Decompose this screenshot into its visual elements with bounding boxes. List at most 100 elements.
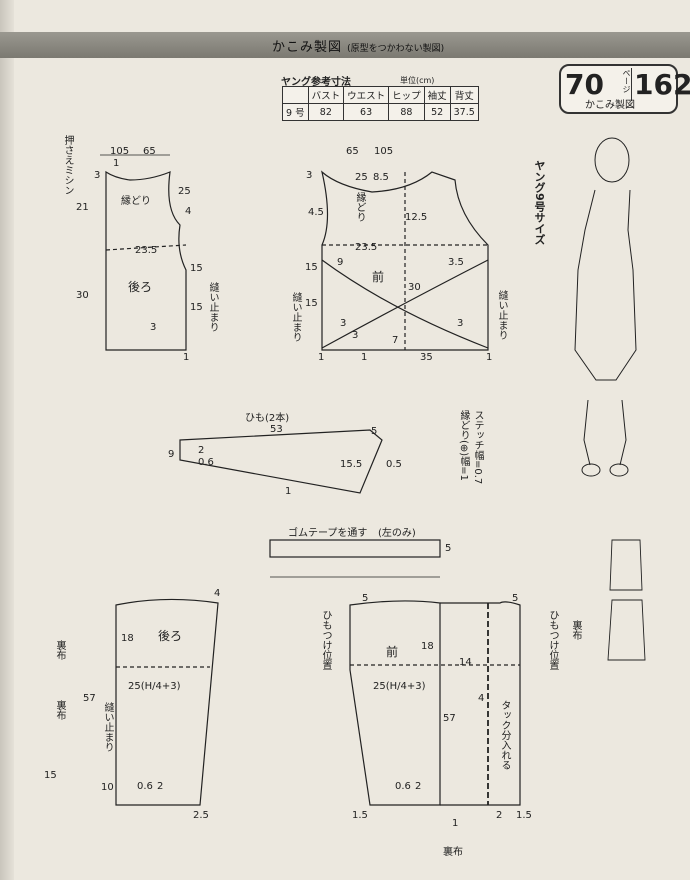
label: 10 <box>101 782 114 793</box>
label: 30 <box>408 282 421 293</box>
label: 2 <box>415 781 422 792</box>
label: 1.5 <box>516 810 532 821</box>
label: 4 <box>478 693 485 704</box>
badge-page-word: ページ <box>622 69 631 93</box>
label: 65 <box>143 146 156 157</box>
label: 21 <box>76 202 89 213</box>
label: タック分入れる <box>499 700 510 770</box>
label: 5 <box>371 426 378 437</box>
label: 1 <box>183 352 190 363</box>
label: 30 <box>76 290 89 301</box>
label: 縫い止まり <box>496 290 507 340</box>
label: 23.5 <box>135 245 158 256</box>
label: 15 <box>190 263 203 274</box>
label: 4 <box>214 588 221 599</box>
label: 9 <box>337 257 344 268</box>
badge-number-left: 70 <box>565 68 604 101</box>
label: 縫い止まり <box>290 292 301 342</box>
label: 3 <box>94 170 101 181</box>
table-header-row: バスト ウエスト ヒップ 袖丈 背丈 <box>282 86 479 104</box>
piece-name: 前 <box>372 270 385 284</box>
label: 1 <box>113 158 120 169</box>
label: 18 <box>421 641 434 652</box>
label: 3.5 <box>448 257 464 268</box>
label: 23.5 <box>355 242 378 253</box>
label: 4 <box>185 206 192 217</box>
label: 1 <box>486 352 493 363</box>
label: 縁どり <box>354 192 365 222</box>
label: 0.6 <box>137 781 153 792</box>
label: 8.5 <box>373 172 389 183</box>
top-front-pattern <box>321 170 489 351</box>
elastic-label: ゴムテープを通す <box>288 528 368 539</box>
label: 105 <box>110 146 130 157</box>
page-badge: 70 ページ 162 かこみ製図 <box>559 64 690 114</box>
press-stitch-note: 押さえミシン <box>62 135 73 195</box>
label: 57 <box>83 693 96 704</box>
label: 裏布 <box>570 620 581 640</box>
label: 105 <box>374 146 394 157</box>
label: 0.5 <box>386 459 402 470</box>
label: 2.5 <box>193 810 209 821</box>
table-row: 9 号 82 63 88 52 37.5 <box>282 103 479 121</box>
label: 57 <box>443 713 456 724</box>
stitch-width-note: ステッチ幅=0.7 <box>472 410 483 485</box>
elastic-note: (左のみ) <box>378 528 416 539</box>
label: 53 <box>270 424 283 435</box>
label: 5 <box>512 593 519 604</box>
label: 縫い止まり <box>207 282 218 332</box>
label: 4.5 <box>308 207 324 218</box>
label: 65 <box>346 146 359 157</box>
label: 25 <box>178 186 191 197</box>
label: 15 <box>190 302 203 313</box>
piece-name: 前 <box>386 645 399 659</box>
label: 縫い止まり <box>102 702 113 752</box>
label: 9 <box>168 449 175 460</box>
size-table-unit: 単位(cm) <box>400 76 435 85</box>
elastic-tape-pattern <box>269 539 441 578</box>
skirt-front-pattern <box>349 600 521 806</box>
label: ひもつけ位置 <box>547 610 558 670</box>
label: 12.5 <box>405 212 428 223</box>
binding-gutter <box>0 0 14 880</box>
label: 7 <box>392 335 399 346</box>
label: ひもつけ位置 <box>320 610 331 670</box>
label: 35 <box>420 352 433 363</box>
piece-name: 後ろ <box>158 629 183 643</box>
label: 15 <box>305 262 318 273</box>
label: 3 <box>352 330 359 341</box>
label: 14 <box>459 657 472 668</box>
label: 15 <box>305 298 318 309</box>
label: 1 <box>361 352 368 363</box>
garment-thumbnails <box>607 539 646 661</box>
model-figure <box>574 137 637 477</box>
size-table: バスト ウエスト ヒップ 袖丈 背丈 9 号 82 63 88 52 37.5 <box>282 86 479 121</box>
label: 1 <box>318 352 325 363</box>
label: 1 <box>285 486 292 497</box>
label: 0.6 <box>395 781 411 792</box>
size-table-title: ヤング参考寸法 <box>281 77 351 88</box>
label: 15 <box>44 770 57 781</box>
label: 3 <box>150 322 157 333</box>
badge-number-right: 162 <box>631 68 690 101</box>
label: 3 <box>457 318 464 329</box>
label: 18 <box>121 633 134 644</box>
label: 裏布 <box>54 700 65 720</box>
title-subtext: (原型をつかわない製図) <box>347 44 445 54</box>
piece-name: 後ろ <box>128 280 153 294</box>
label: 15.5 <box>340 459 363 470</box>
label: 1 <box>452 818 459 829</box>
label: 裏布 <box>54 640 65 660</box>
label: 1.5 <box>352 810 368 821</box>
label: 縁どり <box>121 196 151 207</box>
title-text: かこみ製図 <box>272 40 343 55</box>
label: 25(H/4+3) <box>128 681 181 692</box>
label: 5 <box>362 593 369 604</box>
header-bar <box>0 32 690 58</box>
label: 3 <box>306 170 313 181</box>
label: 2 <box>157 781 164 792</box>
skirt-back-pattern <box>115 598 219 806</box>
label: 2 <box>496 810 503 821</box>
